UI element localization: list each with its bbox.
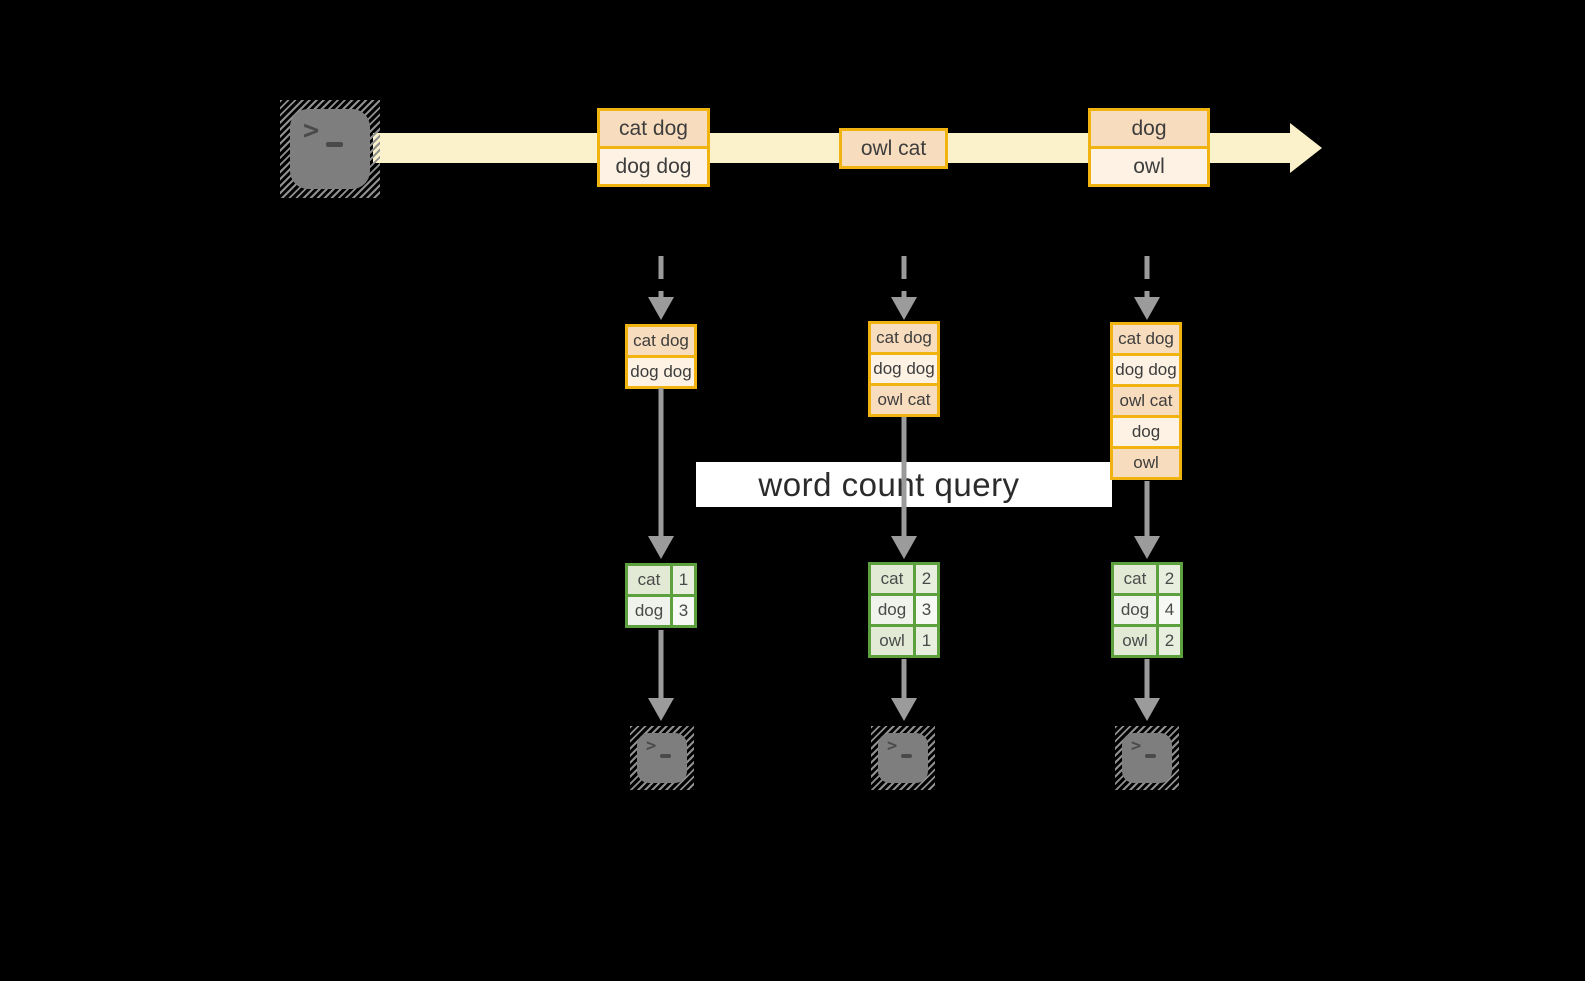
stream-event-batch-3: dog owl (1088, 108, 1210, 187)
count-table-2: cat 2 dog 3 owl 1 (868, 562, 940, 658)
input-buffer-1: cat dog dog dog (625, 324, 697, 389)
terminal-body: > (637, 733, 687, 783)
stream-event-batch-1: cat dog dog dog (597, 108, 710, 187)
count-value: 2 (1156, 562, 1183, 596)
count-word: dog (868, 593, 916, 627)
stream-event: dog dog (597, 146, 710, 187)
terminal-body: > (878, 733, 928, 783)
count-value: 2 (1156, 624, 1183, 658)
output-terminal-icon-1: > (630, 726, 694, 790)
buffer-row: owl cat (1110, 384, 1182, 418)
buffer-row: cat dog (1110, 322, 1182, 356)
count-word: dog (1111, 593, 1159, 627)
count-value: 4 (1156, 593, 1183, 627)
count-table-1: cat 1 dog 3 (625, 563, 697, 628)
count-word: owl (1111, 624, 1159, 658)
count-value: 2 (913, 562, 940, 596)
terminal-body: > (1122, 733, 1172, 783)
terminal-prompt-icon: > (1131, 736, 1142, 756)
terminal-cursor-icon (1145, 754, 1156, 758)
stream-event: cat dog (597, 108, 710, 149)
count-value: 3 (670, 594, 697, 628)
terminal-prompt-icon: > (887, 736, 898, 756)
stream-event-batch-2: owl cat (839, 128, 948, 169)
count-row: dog 3 (625, 594, 697, 628)
stream-event: owl (1088, 146, 1210, 187)
count-row: dog 3 (868, 593, 940, 627)
count-row: owl 2 (1111, 624, 1183, 658)
buffer-row: dog (1110, 415, 1182, 449)
count-word: cat (1111, 562, 1159, 596)
input-buffer-3: cat dog dog dog owl cat dog owl (1110, 322, 1182, 480)
count-value: 1 (913, 624, 940, 658)
buffer-row: dog dog (1110, 353, 1182, 387)
terminal-cursor-icon (326, 142, 343, 147)
buffer-row: dog dog (868, 352, 940, 386)
buffer-row: cat dog (868, 321, 940, 355)
count-row: cat 2 (868, 562, 940, 596)
buffer-row: dog dog (625, 355, 697, 389)
count-table-3: cat 2 dog 4 owl 2 (1111, 562, 1183, 658)
source-terminal-icon: > (280, 100, 380, 198)
output-terminal-icon-2: > (871, 726, 935, 790)
buffer-row: owl (1110, 446, 1182, 480)
terminal-prompt-icon: > (303, 115, 320, 146)
stream-band-arrowhead-icon (1290, 123, 1322, 173)
count-row: owl 1 (868, 624, 940, 658)
terminal-prompt-icon: > (646, 736, 657, 756)
stream-event: owl cat (839, 128, 948, 169)
count-value: 1 (670, 563, 697, 597)
count-word: dog (625, 594, 673, 628)
input-buffer-2: cat dog dog dog owl cat (868, 321, 940, 417)
buffer-row: cat dog (625, 324, 697, 358)
output-terminal-icon-3: > (1115, 726, 1179, 790)
terminal-cursor-icon (660, 754, 671, 758)
terminal-cursor-icon (901, 754, 912, 758)
word-count-query-banner: word count query (696, 462, 1112, 507)
count-row: dog 4 (1111, 593, 1183, 627)
count-value: 3 (913, 593, 940, 627)
buffer-row: owl cat (868, 383, 940, 417)
count-word: cat (868, 562, 916, 596)
stream-event: dog (1088, 108, 1210, 149)
count-row: cat 1 (625, 563, 697, 597)
terminal-body: > (290, 109, 370, 189)
count-word: owl (868, 624, 916, 658)
count-row: cat 2 (1111, 562, 1183, 596)
count-word: cat (625, 563, 673, 597)
